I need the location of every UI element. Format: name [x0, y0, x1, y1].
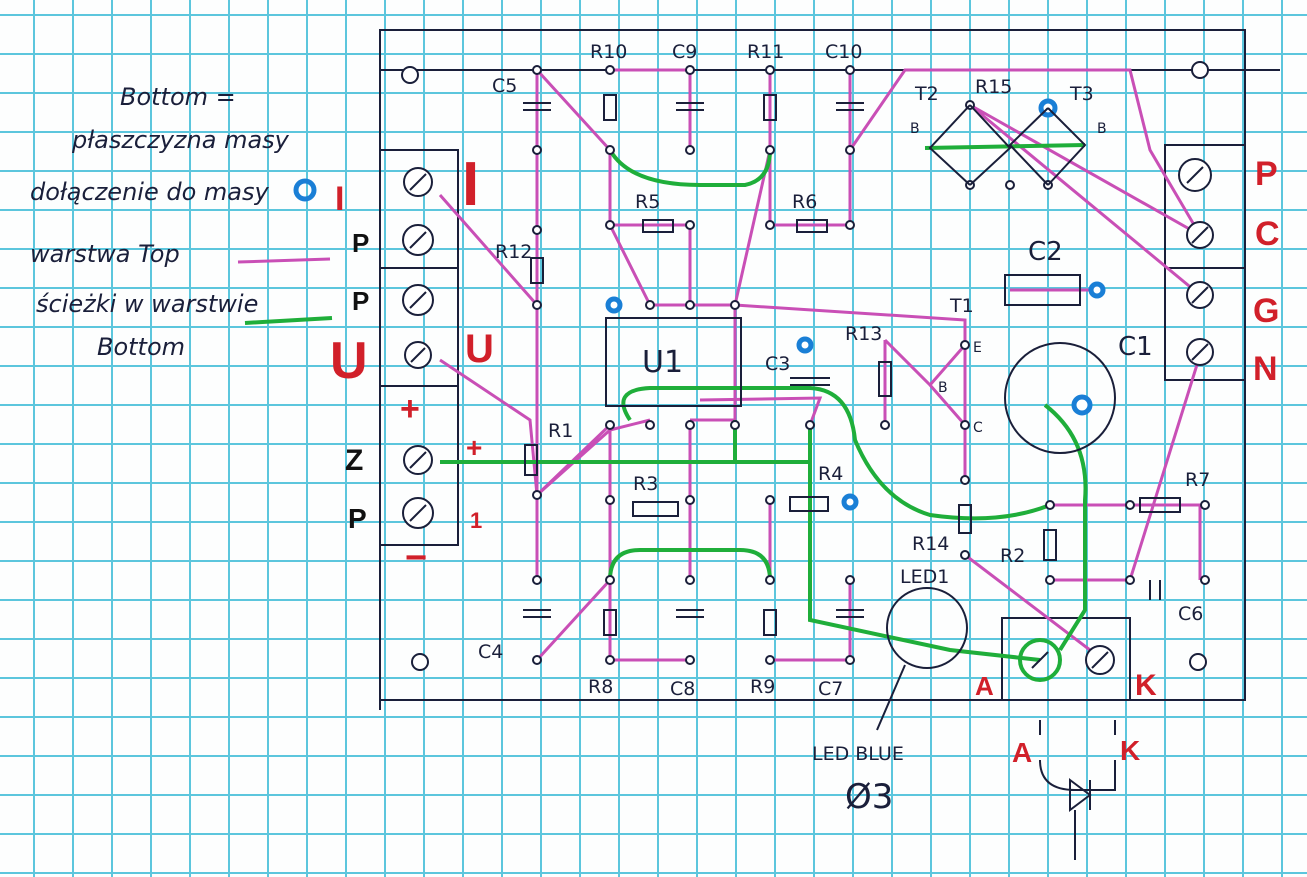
label-n: N: [1253, 350, 1278, 388]
label-r6: R6: [792, 191, 817, 213]
label-b-t2: B: [910, 121, 920, 137]
legend-line5: Bottom: [97, 333, 185, 361]
mounting-hole: [401, 66, 419, 84]
label-r4: R4: [818, 463, 843, 485]
label-r1: R1: [548, 420, 573, 442]
left-connector-labels: I I P P U U + Z + P 1 −: [330, 150, 494, 579]
label-c7: C7: [818, 678, 843, 700]
label-plus-top: +: [400, 390, 420, 428]
label-g: G: [1253, 292, 1279, 330]
label-k2: K: [1120, 735, 1140, 766]
u1-outline: [605, 317, 742, 407]
label-z: Z: [345, 444, 363, 477]
led-note-line2: Ø3: [845, 777, 893, 817]
label-b-t3: B: [1097, 121, 1107, 137]
label-r10: R10: [590, 41, 627, 63]
label-r3: R3: [633, 473, 658, 495]
bottom-layer-traces: [440, 143, 1088, 682]
label-r9: R9: [750, 676, 775, 698]
label-r5: R5: [635, 191, 660, 213]
top-layer-swatch: [237, 257, 331, 264]
label-r14: R14: [912, 533, 949, 555]
label-p2: P: [352, 286, 369, 316]
label-p3: P: [348, 503, 367, 534]
label-r12: R12: [495, 241, 532, 263]
label-c9: C9: [672, 41, 697, 63]
label-r11: R11: [747, 41, 784, 63]
mounting-hole: [411, 653, 429, 671]
led-note: LED BLUE Ø3 A K A K: [812, 669, 1157, 817]
legend-line2: dołączenie do masy: [30, 178, 269, 206]
label-p1: P: [352, 228, 369, 258]
component-bodies: [523, 94, 1181, 860]
led-note-line1: LED BLUE: [812, 743, 904, 765]
left-connector-block: [379, 149, 459, 546]
c1-outline: [1004, 342, 1116, 454]
ground-via-legend-icon: [293, 178, 317, 202]
label-a2: A: [1012, 737, 1032, 768]
right-connector-labels: P C G N: [1253, 155, 1280, 388]
label-led1: LED1: [900, 566, 949, 588]
label-p: P: [1255, 155, 1278, 193]
label-c4: C4: [478, 641, 503, 663]
label-u: U: [465, 327, 494, 371]
bottom-layer-swatch: [244, 316, 333, 325]
component-pads: [532, 65, 1210, 665]
label-b-t1: B: [938, 380, 948, 396]
big-label-u: U: [330, 332, 368, 390]
label-r7: R7: [1185, 469, 1210, 491]
label-t1: T1: [949, 295, 974, 317]
legend: Bottom = płaszczyzna masy dołączenie do …: [30, 83, 333, 361]
label-i: I: [335, 180, 344, 218]
label-r13: R13: [845, 323, 882, 345]
right-connector-block: [1164, 144, 1246, 381]
terminal-screws: [402, 158, 1214, 675]
label-c-t1: C: [973, 420, 983, 436]
label-c1: C1: [1118, 332, 1153, 362]
big-label-i: I: [462, 150, 479, 219]
legend-line4: ścieżki w warstwie: [36, 290, 258, 318]
label-c8: C8: [670, 678, 695, 700]
label-u1: U1: [642, 345, 683, 380]
label-c: C: [1255, 215, 1280, 253]
label-k: K: [1135, 669, 1157, 702]
mounting-hole: [1191, 61, 1209, 79]
label-c3: C3: [765, 353, 790, 375]
mounting-hole: [1189, 653, 1207, 671]
label-c5: C5: [492, 75, 517, 97]
legend-title: Bottom =: [120, 83, 236, 111]
label-1: 1: [470, 508, 482, 533]
label-c2: C2: [1028, 237, 1063, 267]
label-plus: +: [466, 432, 482, 463]
label-t3: T3: [1069, 83, 1094, 105]
label-c6: C6: [1178, 603, 1203, 625]
label-t2: T2: [914, 83, 939, 105]
label-minus: −: [405, 537, 427, 579]
label-r15: R15: [975, 76, 1012, 98]
led1-outline: [886, 587, 968, 669]
label-e: E: [973, 340, 982, 356]
label-r8: R8: [588, 676, 613, 698]
component-labels: R10 C9 R11 C10 C5 T2 R15 T3 B B R5 R6 R1…: [478, 41, 1210, 700]
legend-line3: warstwa Top: [30, 240, 180, 268]
label-c10: C10: [825, 41, 862, 63]
led-connector-block: [1001, 617, 1131, 701]
legend-line1: płaszczyzna masy: [71, 126, 290, 154]
label-r2: R2: [1000, 545, 1025, 567]
label-a: A: [975, 671, 994, 701]
